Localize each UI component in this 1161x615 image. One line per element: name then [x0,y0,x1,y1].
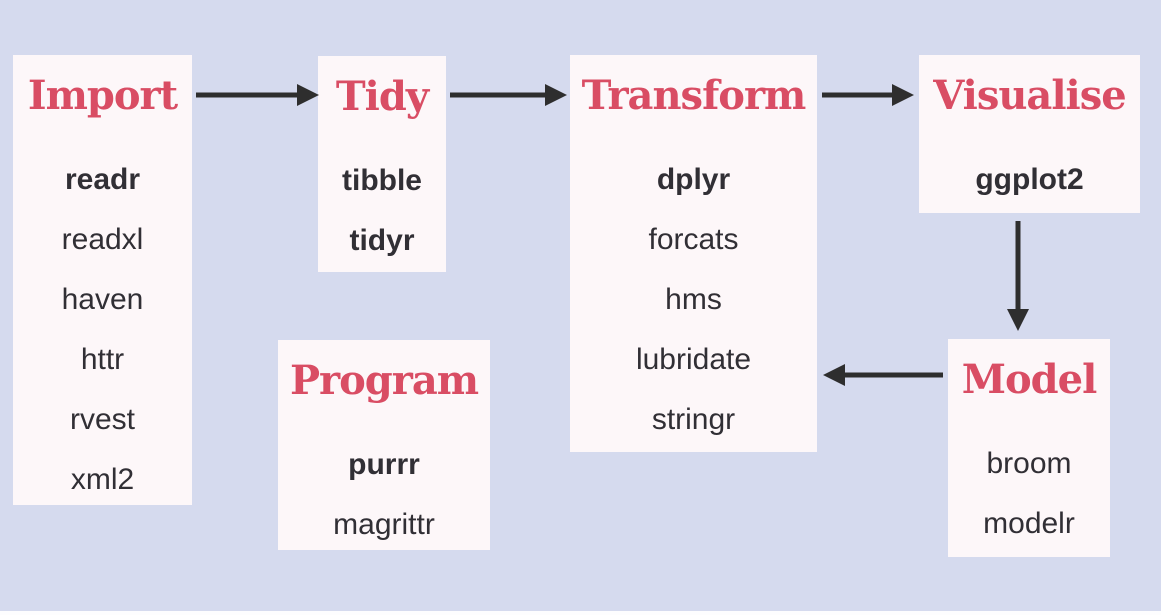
package-hms: hms [665,283,722,316]
arrow-import-to-tidy [196,84,319,106]
package-forcats: forcats [648,223,739,256]
package-tibble: tibble [342,164,422,197]
arrow-model-to-transform [823,364,943,386]
model-box-title: Model [961,356,1098,403]
import-box: Import readr readxl haven httr rvest xml… [13,55,192,505]
program-box-title: Program [289,357,479,404]
package-modelr: modelr [983,507,1075,540]
program-box: Program purrr magrittr [278,340,490,550]
package-tidyr: tidyr [349,224,415,257]
package-readr: readr [64,163,141,196]
bottom-edge-strip [0,611,1161,615]
visualise-package-list: ggplot2 [919,150,1140,210]
package-dplyr: dplyr [656,163,731,196]
package-magrittr: magrittr [333,508,435,541]
transform-box-title: Transform [581,72,807,119]
visualise-box: Visualise ggplot2 [919,55,1140,213]
package-ggplot2: ggplot2 [975,163,1084,196]
package-rvest: rvest [69,403,135,436]
program-package-list: purrr magrittr [278,435,490,555]
visualise-box-title: Visualise [933,72,1126,119]
model-package-list: broom modelr [948,434,1110,554]
arrow-transform-to-visualise [822,84,914,106]
package-xml2: xml2 [70,463,135,496]
transform-package-list: dplyr forcats hms lubridate stringr [570,150,817,450]
package-stringr: stringr [651,403,736,436]
import-package-list: readr readxl haven httr rvest xml2 [13,150,192,510]
package-haven: haven [61,283,144,316]
model-box: Model broom modelr [948,339,1110,557]
package-purrr: purrr [348,448,420,481]
tidy-box-title: Tidy [335,73,429,120]
arrow-tidy-to-transform [450,84,567,106]
tidy-package-list: tibble tidyr [318,151,446,271]
import-box-title: Import [27,72,178,119]
package-readxl: readxl [61,223,144,256]
arrow-visualise-to-model [1007,221,1029,331]
package-lubridate: lubridate [635,343,752,376]
transform-box: Transform dplyr forcats hms lubridate st… [570,55,817,452]
tidy-box: Tidy tibble tidyr [318,56,446,272]
package-broom: broom [986,447,1072,480]
package-httr: httr [80,343,125,376]
